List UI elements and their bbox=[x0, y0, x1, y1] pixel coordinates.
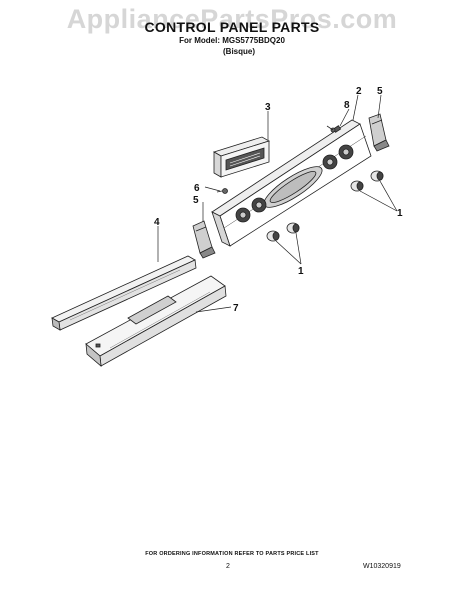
long-bracket-part bbox=[51, 255, 197, 331]
callout-8: 8 bbox=[344, 100, 350, 111]
document-number: W10320919 bbox=[363, 563, 401, 570]
callout-4: 4 bbox=[154, 217, 160, 228]
callout-2: 2 bbox=[356, 86, 362, 97]
page-title: CONTROL PANEL PARTS bbox=[144, 19, 320, 35]
variant-label: (Bisque) bbox=[223, 47, 255, 56]
screw-part bbox=[326, 125, 336, 133]
screw-part-left bbox=[216, 188, 228, 194]
mounting-plate-part bbox=[85, 275, 227, 367]
callout-1-left: 1 bbox=[298, 266, 304, 277]
callout-3: 3 bbox=[265, 102, 271, 113]
ordering-note: FOR ORDERING INFORMATION REFER TO PARTS … bbox=[145, 551, 319, 557]
callout-6: 6 bbox=[194, 183, 200, 194]
callout-1-right: 1 bbox=[397, 208, 403, 219]
callout-5-left: 5 bbox=[193, 195, 199, 206]
watermark: AppliancePartsPros.com bbox=[66, 4, 398, 34]
end-cap-right bbox=[368, 113, 390, 152]
page-number: 2 bbox=[226, 563, 230, 570]
leader-lines bbox=[157, 94, 398, 313]
display-module-part bbox=[213, 136, 270, 178]
knobs-left-group bbox=[266, 222, 300, 242]
callout-7: 7 bbox=[233, 303, 239, 314]
callout-5-right: 5 bbox=[377, 86, 383, 97]
control-panel-console bbox=[211, 119, 372, 247]
model-line: For Model: MGS5775BDQ20 bbox=[179, 36, 285, 45]
end-cap-left bbox=[192, 220, 216, 259]
knobs-right-group bbox=[350, 170, 384, 192]
